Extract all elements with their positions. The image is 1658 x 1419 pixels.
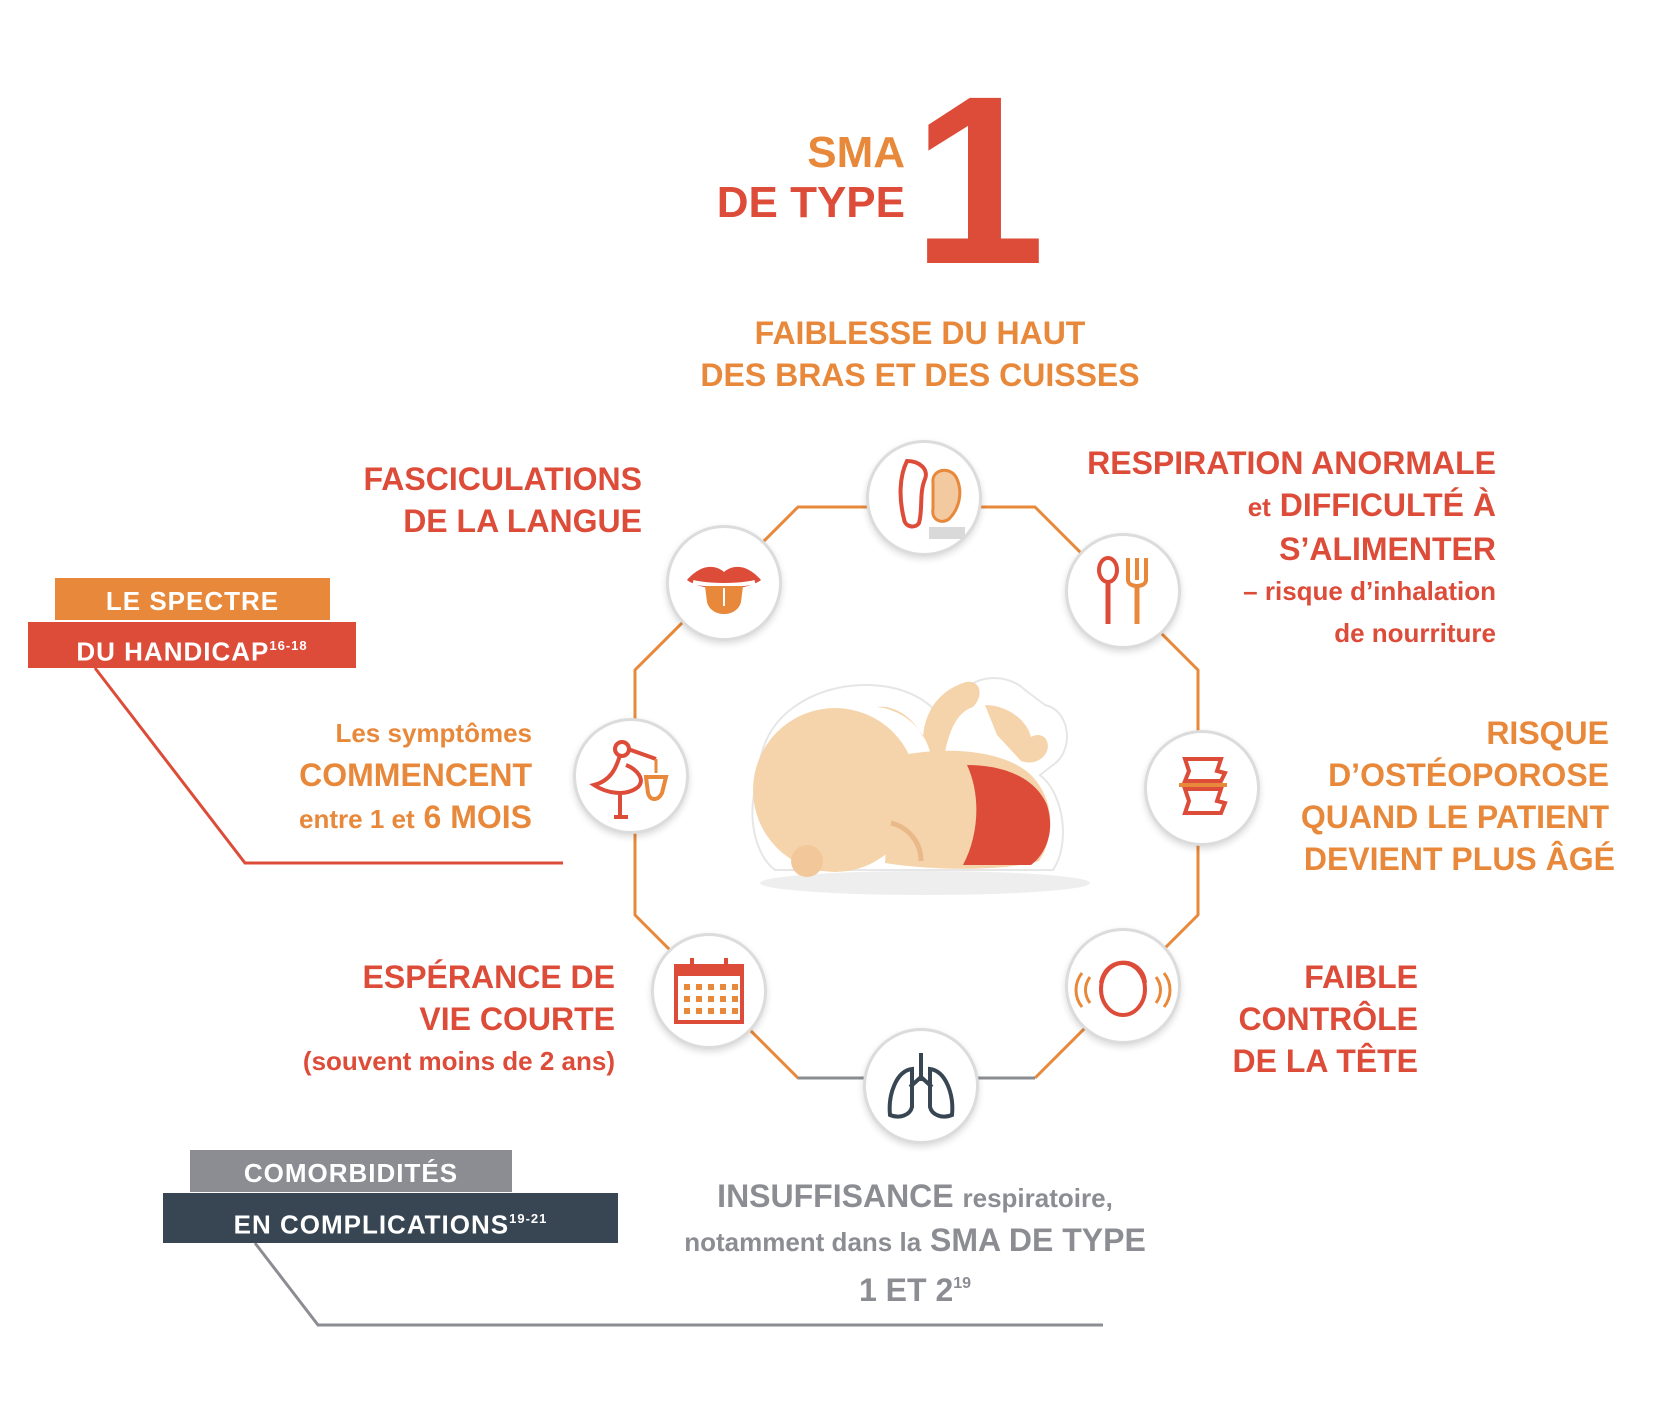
osteoporose-line4: DEVIENT PLUS ÂGÉ bbox=[1303, 841, 1615, 877]
icon-circle-head bbox=[1065, 928, 1181, 1044]
icon-circle-lungs bbox=[863, 1028, 979, 1144]
spectre-badge-bottom: DU HANDICAP16-18 bbox=[28, 622, 356, 668]
icon-circle-respiration bbox=[1065, 533, 1181, 649]
baby-icon bbox=[751, 677, 1090, 895]
label-tete: FAIBLE CONTRÔLE DE LA TÊTE bbox=[1200, 956, 1418, 1082]
tete-line1: FAIBLE bbox=[1304, 959, 1418, 995]
calendar-icon bbox=[674, 958, 744, 1024]
label-insuffisance: INSUFFISANCE respiratoire, notamment dan… bbox=[670, 1175, 1160, 1311]
esperance-line2: VIE COURTE bbox=[419, 1001, 615, 1037]
insuffisance-line2-small: notamment dans la bbox=[684, 1227, 922, 1257]
comorbidites-badge-bottom: EN COMPLICATIONS19-21 bbox=[163, 1193, 618, 1243]
spectre-badge-top: LE SPECTRE bbox=[55, 578, 330, 620]
osteoporose-line1: RISQUE bbox=[1486, 715, 1609, 751]
esperance-line3: (souvent moins de 2 ans) bbox=[302, 1046, 615, 1076]
comorbidites-badge-ref: 19-21 bbox=[509, 1211, 548, 1226]
insuffisance-line1-strong: INSUFFISANCE bbox=[717, 1178, 954, 1214]
label-osteoporose: RISQUE D’OSTÉOPOROSE QUAND LE PATIENT DE… bbox=[1225, 712, 1615, 880]
label-fasciculations: FASCICULATIONS DE LA LANGUE bbox=[330, 458, 642, 542]
icon-circle-bone bbox=[1144, 730, 1260, 846]
respiration-line1: RESPIRATION ANORMALE bbox=[1087, 445, 1496, 481]
arm-leg-icon bbox=[898, 458, 965, 539]
esperance-line1: ESPÉRANCE DE bbox=[362, 959, 616, 995]
bone-icon bbox=[1179, 757, 1228, 815]
respiration-line5: de nourriture bbox=[1334, 618, 1496, 648]
symptomes-line3: 6 MOIS bbox=[423, 799, 532, 835]
symptomes-line1: Les symptômes bbox=[335, 718, 532, 748]
title-sma: SMA bbox=[807, 128, 905, 177]
faiblesse-line2: DES BRAS ET DES CUISSES bbox=[700, 357, 1140, 393]
spectre-badge-text: DU HANDICAP bbox=[76, 636, 270, 667]
title-number: 1 bbox=[912, 46, 1045, 314]
osteoporose-line3: QUAND LE PATIENT bbox=[1300, 799, 1609, 835]
label-respiration: RESPIRATION ANORMALE et DIFFICULTÉ À S’A… bbox=[1050, 442, 1496, 654]
stork-icon bbox=[589, 740, 669, 819]
comorbidites-badge-text: EN COMPLICATIONS bbox=[233, 1209, 510, 1240]
comorbidites-connector bbox=[253, 1242, 1103, 1327]
label-esperance: ESPÉRANCE DE VIE COURTE (souvent moins d… bbox=[250, 956, 615, 1082]
icon-circle-stork bbox=[573, 718, 689, 834]
icon-circle-tongue bbox=[666, 525, 782, 641]
symptomes-line3-small: entre 1 et bbox=[299, 804, 415, 834]
title-de-type: DE TYPE bbox=[716, 178, 905, 227]
fasciculations-line2: DE LA LANGUE bbox=[403, 503, 642, 539]
insuffisance-line3: 1 ET 2 bbox=[858, 1271, 954, 1308]
respiration-line4: – risque d’inhalation bbox=[1243, 576, 1496, 606]
tete-line2: CONTRÔLE bbox=[1238, 1001, 1418, 1037]
fork-spoon-icon bbox=[1097, 556, 1148, 624]
head-shake-icon bbox=[1074, 960, 1172, 1017]
icon-circle-faiblesse bbox=[866, 440, 982, 556]
spectre-connector bbox=[93, 667, 563, 865]
tongue-icon bbox=[687, 566, 761, 614]
lungs-icon bbox=[887, 1053, 955, 1119]
label-symptomes: Les symptômes COMMENCENT entre 1 et 6 MO… bbox=[250, 712, 532, 840]
respiration-line2: DIFFICULTÉ À bbox=[1279, 487, 1496, 523]
symptomes-line2: COMMENCENT bbox=[299, 757, 532, 793]
respiration-line2-small: et bbox=[1247, 492, 1271, 522]
label-faiblesse: FAIBLESSE DU HAUT DES BRAS ET DES CUISSE… bbox=[700, 312, 1140, 396]
insuffisance-line2: SMA DE TYPE bbox=[930, 1222, 1146, 1258]
spectre-badge-ref: 16-18 bbox=[269, 638, 308, 653]
insuffisance-ref: 19 bbox=[953, 1275, 972, 1292]
insuffisance-line1: respiratoire, bbox=[962, 1183, 1113, 1213]
icon-circle-calendar bbox=[651, 933, 767, 1049]
tete-line3: DE LA TÊTE bbox=[1232, 1043, 1418, 1079]
osteoporose-line2: D’OSTÉOPOROSE bbox=[1328, 757, 1609, 793]
comorbidites-badge-top: COMORBIDITÉS bbox=[190, 1150, 512, 1192]
respiration-line3: S’ALIMENTER bbox=[1279, 531, 1496, 567]
faiblesse-line1: FAIBLESSE DU HAUT bbox=[754, 315, 1086, 351]
fasciculations-line1: FASCICULATIONS bbox=[363, 461, 642, 497]
